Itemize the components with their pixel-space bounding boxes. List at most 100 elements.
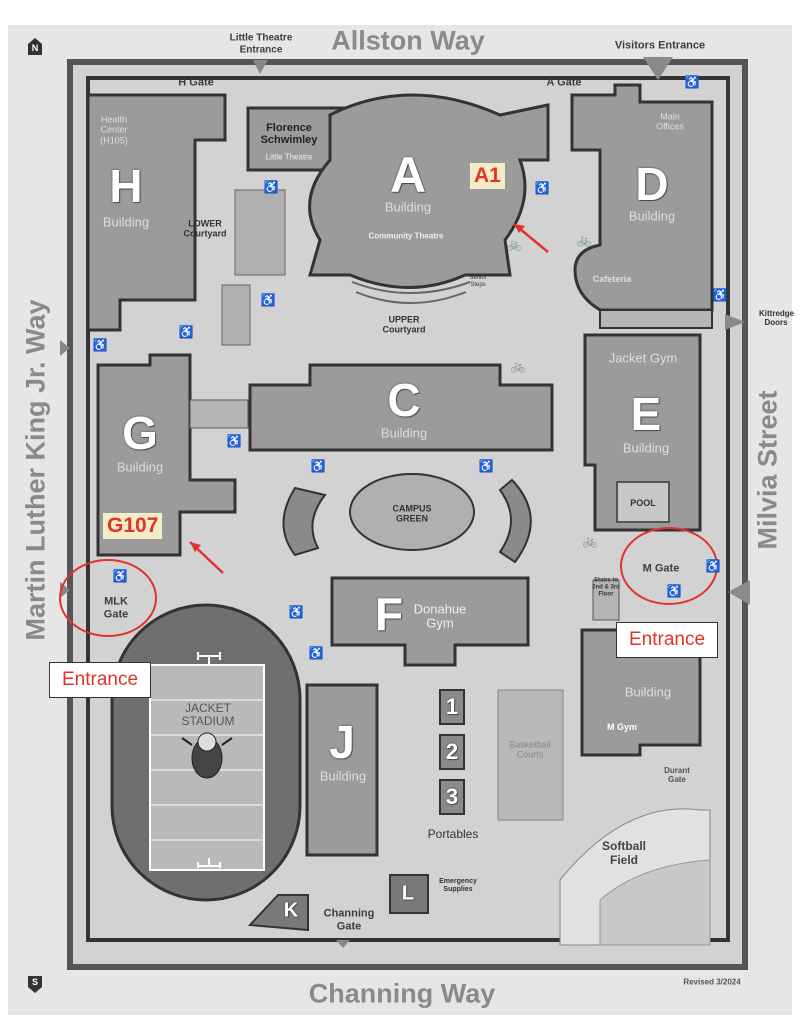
donahue-gym: Donahue Gym bbox=[413, 601, 467, 631]
f-building-letter: F bbox=[374, 588, 404, 640]
d-building-letter: D bbox=[635, 158, 669, 210]
entrance-right-tag: Entrance bbox=[616, 622, 719, 658]
pool: POOL bbox=[630, 497, 656, 508]
kittredge-doors: Kittredge Doors bbox=[759, 308, 795, 327]
softball-field-label: Softball Field bbox=[602, 839, 646, 867]
portable-3-label: 3 bbox=[445, 784, 459, 809]
upper-courtyard: UPPER Courtyard bbox=[382, 314, 426, 335]
portables-label: Portables bbox=[427, 827, 479, 841]
street-west: Martin Luther King Jr. Way bbox=[20, 299, 51, 641]
mlk-gate-highlight bbox=[59, 559, 157, 637]
g-building-name: Building bbox=[116, 459, 164, 475]
a-building bbox=[308, 93, 550, 289]
campus-green-label: CAMPUS GREEN bbox=[392, 503, 432, 524]
cafeteria: Cafeteria bbox=[592, 273, 632, 284]
g-building bbox=[96, 353, 237, 557]
campus-green bbox=[349, 473, 475, 551]
accessible-icon: ♿ bbox=[666, 584, 682, 598]
k-building bbox=[247, 894, 309, 932]
j-building bbox=[305, 683, 379, 857]
bicycle-icon: 🚲 bbox=[510, 359, 526, 373]
c-building-name: Building bbox=[380, 425, 428, 441]
accessible-icon: ♿ bbox=[263, 180, 279, 194]
l-building-letter: L bbox=[401, 882, 415, 905]
durant-gate: Durant Gate bbox=[664, 765, 690, 784]
e-building-letter: E bbox=[630, 388, 662, 440]
c-building bbox=[248, 363, 554, 452]
jacket-mascot-icon bbox=[181, 732, 233, 779]
entrance-arrow-icon bbox=[728, 580, 750, 605]
entrance-arrow-icon bbox=[643, 57, 673, 80]
a-building-name: Building bbox=[384, 199, 432, 215]
accessible-icon: ♿ bbox=[705, 559, 721, 573]
accessible-icon: ♿ bbox=[178, 325, 194, 339]
m-gate: M Gate bbox=[642, 562, 680, 575]
m-gate-highlight bbox=[620, 527, 718, 605]
accessible-icon: ♿ bbox=[308, 646, 324, 660]
accessible-icon: ♿ bbox=[684, 75, 700, 89]
c-building-letter: C bbox=[387, 374, 421, 426]
d-building bbox=[570, 83, 714, 312]
accessible-icon: ♿ bbox=[112, 569, 128, 583]
bicycle-icon: 🚲 bbox=[576, 233, 592, 247]
h-building bbox=[86, 93, 227, 332]
accessible-icon: ♿ bbox=[478, 459, 494, 473]
north-marker-icon bbox=[28, 38, 42, 55]
g-building-letter: G bbox=[122, 407, 158, 459]
room-g107-tag: G107 bbox=[103, 513, 163, 539]
j-building-name: Building bbox=[319, 768, 367, 784]
street-south: Channing Way bbox=[308, 978, 496, 1009]
accessible-icon: ♿ bbox=[310, 459, 326, 473]
little-theatre-entrance: Little Theatre Entrance bbox=[229, 32, 293, 56]
accessible-icon: ♿ bbox=[288, 605, 304, 619]
lower-courtyard: LOWER Courtyard bbox=[183, 218, 227, 239]
senior-steps: Senior Steps bbox=[469, 275, 487, 288]
entrance-arrow-icon bbox=[725, 314, 745, 330]
a-gate: A Gate bbox=[546, 76, 582, 89]
portable-1 bbox=[439, 689, 465, 725]
k-building-letter: K bbox=[283, 899, 299, 922]
mlk-gate: MLK Gate bbox=[103, 595, 129, 620]
portable-2-label: 2 bbox=[445, 739, 459, 764]
h-building-name: Building bbox=[102, 214, 150, 230]
basketball-courts-label: Basketball Courts bbox=[509, 739, 551, 760]
a-building-letter: A bbox=[389, 147, 427, 203]
south-marker: S bbox=[31, 977, 39, 987]
m-building-name: Building bbox=[624, 684, 672, 700]
j-building-letter: J bbox=[329, 716, 355, 768]
e-building-name: Building bbox=[622, 440, 670, 456]
community-theatre: Community Theatre bbox=[368, 231, 444, 241]
h-gate: H Gate bbox=[178, 76, 214, 89]
channing-gate: Channing Gate bbox=[323, 907, 375, 932]
basketball-courts bbox=[497, 689, 564, 821]
accessible-icon: ♿ bbox=[92, 338, 108, 352]
street-east: Milvia Street bbox=[752, 390, 783, 550]
south-marker-icon bbox=[28, 976, 42, 993]
portable-2 bbox=[439, 734, 465, 770]
street-north: Allston Way bbox=[331, 25, 485, 56]
entrance-left-tag: Entrance bbox=[49, 662, 152, 698]
jacket-stadium-label: JACKET STADIUM bbox=[181, 700, 235, 728]
accessible-icon: ♿ bbox=[712, 288, 728, 302]
stairs-label: Stairs to 2nd & 3rd Floor bbox=[592, 577, 620, 598]
revised-date: Revised 3/2024 bbox=[683, 977, 741, 987]
entrance-arrow-icon bbox=[253, 60, 268, 74]
health-center: Health Center (H105) bbox=[100, 114, 128, 146]
north-marker: N bbox=[31, 43, 39, 53]
emergency-supplies: Emergency Supplies bbox=[439, 877, 477, 893]
l-building bbox=[389, 874, 429, 914]
bicycle-icon: 🚲 bbox=[582, 534, 598, 548]
m-gym: M Gym bbox=[606, 721, 638, 732]
f-building bbox=[330, 576, 530, 667]
florence-schwimley-name: Florence Schwimley bbox=[260, 121, 318, 146]
portable-3 bbox=[439, 779, 465, 815]
accessible-icon: ♿ bbox=[226, 434, 242, 448]
jacket-gym: Jacket Gym bbox=[608, 350, 678, 366]
h-building-letter: H bbox=[109, 160, 143, 212]
entrance-arrow-icon bbox=[336, 940, 350, 948]
entrance-arrow-icon bbox=[60, 340, 70, 356]
d-building-name: Building bbox=[628, 208, 676, 224]
main-offices: Main Offices bbox=[656, 111, 684, 132]
little-theatre-sub: Little Theatre bbox=[265, 152, 313, 162]
